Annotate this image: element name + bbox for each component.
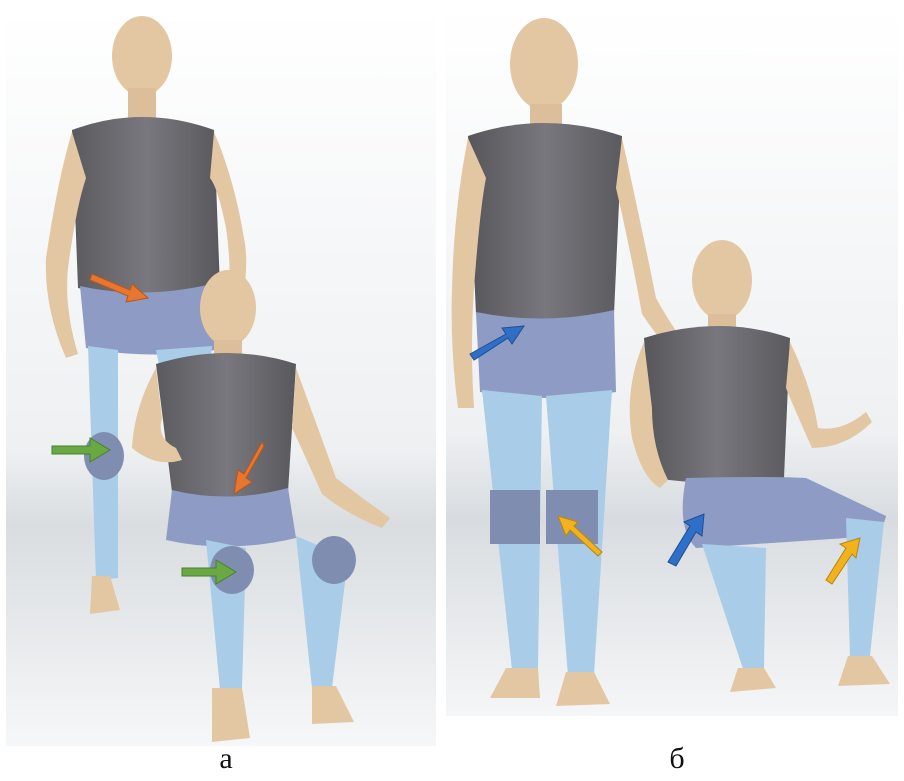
panel-b-illustration: [446, 8, 898, 716]
panel-b: [446, 8, 898, 716]
panel-b-caption: б: [647, 742, 707, 776]
panel-a-caption: а: [196, 742, 256, 776]
panel-a-illustration: [6, 8, 436, 746]
panel-a: [6, 8, 436, 746]
